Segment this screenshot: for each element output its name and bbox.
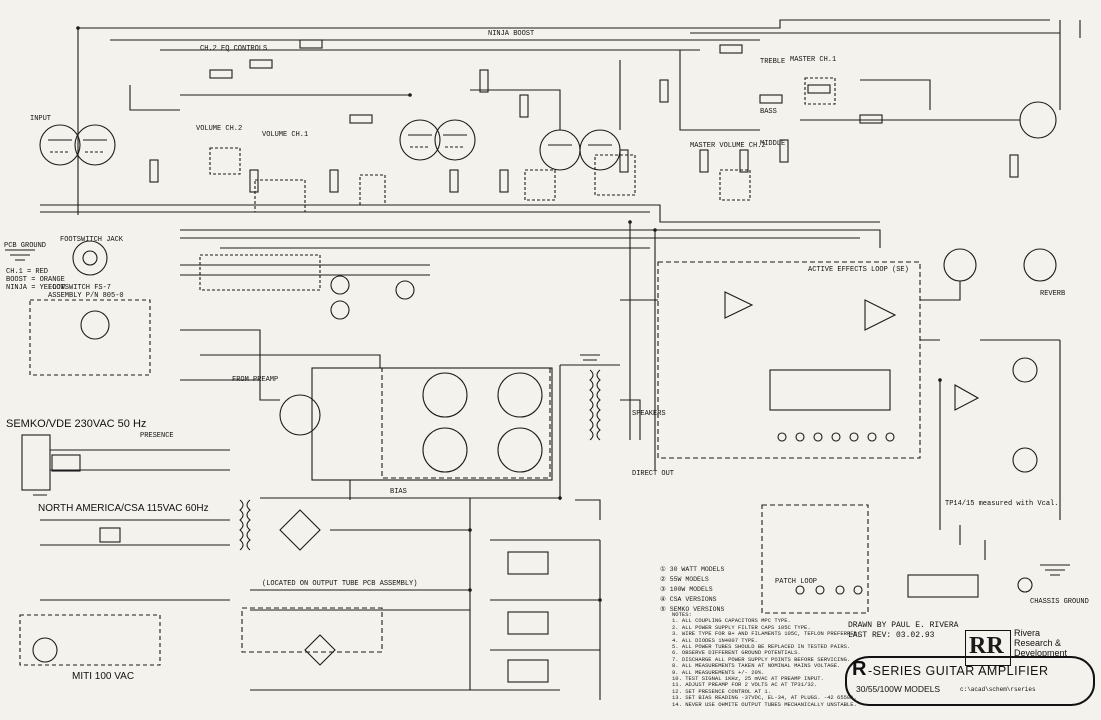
notes-block: NOTES: 1. ALL COUPLING CAPACITORS MPC TY… [672, 612, 942, 708]
note-item: 13. SET BIAS READING -37VDC, EL-34, AT P… [672, 695, 857, 702]
company-logo: RR [965, 630, 1011, 666]
legend-row: ② 55W MODELS [660, 576, 709, 583]
label-volume-ch2: VOLUME CH.2 [196, 125, 243, 133]
label-input: INPUT [30, 115, 52, 123]
label-reverb: REVERB [1040, 290, 1066, 298]
label-tp-measured: TP14/15 measured with Vcal. [945, 500, 1059, 508]
note-item: 5. ALL POWER TUBES SHOULD BE REPLACED IN… [672, 644, 851, 651]
drawing-title: -SERIES GUITAR AMPLIFIER [868, 664, 1049, 678]
drawing-file: c:\acad\schem\rseries [960, 686, 1036, 693]
note-item: 9. ALL MEASUREMENTS +/- 20%. [672, 669, 765, 676]
label-miti: MITI 100 VAC [72, 671, 135, 682]
label-master-volume-ch2: MASTER VOLUME CH.2 [690, 142, 766, 150]
label-located-on: (LOCATED ON OUTPUT TUBE PCB ASSEMBLY) [262, 580, 418, 588]
label-bass: BASS [760, 108, 777, 116]
note-item: 3. WIRE TYPE FOR B+ AND FILAMENTS 105C, … [672, 631, 861, 638]
label-treble: TREBLE [760, 58, 786, 66]
legend-row: ④ CSA VERSIONS [660, 596, 717, 603]
label-semko: SEMKO/VDE 230VAC 50 Hz [6, 418, 147, 430]
drawing-models: 30/55/100W MODELS [856, 684, 941, 694]
note-item: 7. DISCHARGE ALL POWER SUPPLY POINTS BEF… [672, 656, 851, 663]
label-pcb-ground: PCB GROUND [4, 242, 47, 250]
legend-row: ③ 100W MODELS [660, 586, 713, 593]
label-bias: BIAS [390, 488, 407, 496]
drawn-by: DRAWN BY PAUL E. RIVERA [848, 621, 959, 630]
label-effects-loop: ACTIVE EFFECTS LOOP (SE) [808, 266, 909, 274]
note-item: 11. ADJUST PREAMP FOR 2 VOLTS AC AT TP31… [672, 682, 818, 689]
label-north-america: NORTH AMERICA/CSA 115VAC 60Hz [38, 503, 209, 514]
note-item: 14. NEVER USE OHMITE OUTPUT TUBES MECHAN… [672, 701, 857, 708]
label-speakers: SPEAKERS [632, 410, 666, 418]
label-from-preamp: FROM PREAMP [232, 376, 279, 384]
note-item: 4. ALL DIODES 1N4007 TYPE. [672, 637, 758, 644]
label-footswitch-jack: FOOTSWITCH JACK [60, 236, 124, 244]
note-item: 8. ALL MEASUREMENTS TAKEN AT NOMINAL MAI… [672, 663, 841, 670]
note-item: 6. OBSERVE DIFFERENT GROUND POTENTIALS. [672, 650, 801, 657]
note-item: 1. ALL COUPLING CAPACITORS MPC TYPE. [672, 618, 791, 625]
label-ninja-boost: NINJA BOOST [488, 30, 535, 38]
label-footswitch-assembly: FOOTSWITCH FS-7 ASSEMBLY P/N 805-0 [48, 284, 124, 300]
note-item: 12. SET PRESENCE CONTROL AT 1. [672, 688, 772, 695]
label-middle: MIDDLE [760, 140, 786, 148]
label-direct-out: DIRECT OUT [632, 470, 675, 478]
company-name: Rivera Research & Development [1014, 628, 1068, 658]
logo-text: RR [969, 633, 1004, 659]
legend-row: ① 30 WATT MODELS [660, 566, 725, 573]
label-chassis-ground: CHASSIS GROUND [1030, 598, 1089, 606]
title-initial: R [852, 658, 867, 680]
last-revision: LAST REV: 03.02.93 [848, 631, 935, 640]
legend-row: ⑤ SEMKO VERSIONS [660, 606, 725, 613]
label-patch-loop: PATCH LOOP [775, 578, 818, 586]
label-presence: PRESENCE [140, 432, 174, 440]
label-eq-controls: CH.2 EQ CONTROLS [200, 45, 268, 53]
label-volume-ch1: VOLUME CH.1 [262, 131, 309, 139]
notes-heading: NOTES: [672, 612, 692, 618]
note-item: 2. ALL POWER SUPPLY FILTER CAPS 105C TYP… [672, 624, 811, 631]
note-item: 10. TEST SIGNAL 1KHz, 25 mVAC AT PREAMP … [672, 676, 824, 683]
label-master-ch1: MASTER CH.1 [790, 56, 837, 64]
title-oval [845, 656, 1095, 706]
label-channel-legend: CH.1 = RED BOOST = ORANGE NINJA = YELLOW [6, 268, 65, 292]
